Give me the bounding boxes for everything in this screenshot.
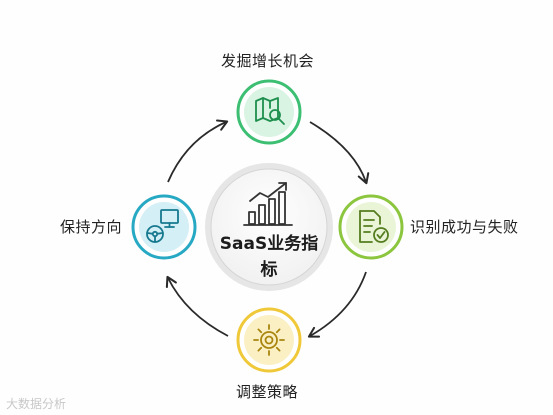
node-label-left: 保持方向	[60, 218, 123, 236]
sun-gear-icon	[253, 324, 285, 356]
node-label-bottom: 调整策略	[236, 383, 299, 401]
arrow-top-to-right	[309, 121, 370, 185]
node-label-right: 识别成功与失败	[410, 218, 519, 236]
steering-monitor-icon	[146, 209, 179, 243]
map-search-icon	[255, 97, 285, 125]
center-hub	[205, 163, 333, 291]
node-top	[236, 79, 302, 145]
arrow-right-to-bottom	[307, 271, 367, 338]
node-bottom	[236, 307, 302, 373]
arrow-bottom-to-left	[165, 275, 229, 337]
node-left	[131, 194, 197, 260]
arrow-left-to-top	[167, 119, 229, 183]
bar-chart-trend-icon	[243, 182, 293, 226]
watermark: 大数据分析	[6, 397, 67, 411]
node-right	[338, 194, 404, 260]
node-label-top: 发掘增长机会	[221, 52, 315, 70]
document-check-icon	[359, 210, 389, 243]
center-title: SaaS业务指标	[219, 234, 319, 280]
